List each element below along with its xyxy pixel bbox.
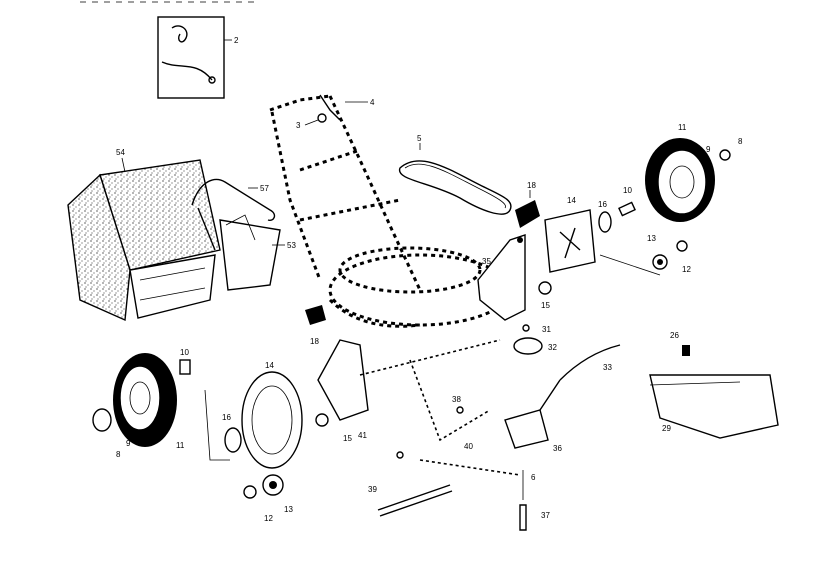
label-12-upper: 12 — [682, 265, 691, 274]
label-53: 53 — [287, 241, 296, 250]
label-15-upper: 15 — [541, 301, 550, 310]
label-35-upper: 35 — [482, 257, 491, 266]
label-18-upper: 18 — [527, 181, 536, 190]
label-13-upper: 13 — [647, 234, 656, 243]
label-5: 5 — [417, 134, 422, 143]
label-14-lower: 14 — [265, 361, 274, 370]
label-11-lower: 11 — [176, 441, 185, 450]
label-6: 6 — [531, 473, 536, 482]
label-41: 41 — [358, 431, 367, 440]
part-54-grass-bag: 54 — [67, 148, 221, 322]
handle-assembly: 4 3 — [269, 94, 422, 291]
label-10-upper: 10 — [623, 186, 632, 195]
label-18-lower: 18 — [310, 337, 319, 346]
label-8-upper: 8 — [738, 137, 743, 146]
label-9-lower: 9 — [126, 439, 131, 448]
label-13-lower: 13 — [284, 505, 293, 514]
drive-cable-and-transmission: 33 36 40 6 37 39 38 — [368, 344, 621, 531]
label-8-lower: 8 — [116, 450, 121, 459]
label-33: 33 — [603, 363, 612, 372]
label-57: 57 — [260, 184, 269, 193]
label-10-lower: 10 — [180, 348, 189, 357]
part-29-rear-flap: 26 29 — [649, 331, 779, 439]
part-2-inset: 2 — [157, 16, 239, 99]
label-29: 29 — [662, 424, 671, 433]
label-3: 3 — [296, 121, 301, 130]
label-11-upper: 11 — [678, 123, 687, 132]
label-14-upper: 14 — [567, 196, 576, 205]
label-54: 54 — [116, 148, 125, 157]
label-26: 26 — [670, 331, 679, 340]
label-9-upper: 9 — [706, 145, 711, 154]
right-upper-parts: 18 35 14 16 10 11 9 8 13 12 15 31 — [477, 123, 743, 355]
label-36: 36 — [553, 444, 562, 453]
label-16-upper: 16 — [598, 200, 607, 209]
left-lower-parts: 18 41 14 15 16 10 11 8 9 13 12 — [92, 305, 501, 523]
label-37: 37 — [541, 511, 550, 520]
label-39: 39 — [368, 485, 377, 494]
label-31: 31 — [542, 325, 551, 334]
label-40: 40 — [464, 442, 473, 451]
part-5-belt: 5 — [398, 134, 512, 215]
part-57-bag-frame: 57 53 — [191, 178, 296, 291]
label-32: 32 — [548, 343, 557, 352]
label-38: 38 — [452, 395, 461, 404]
label-12-lower: 12 — [264, 514, 273, 523]
label-2: 2 — [234, 36, 239, 45]
label-4: 4 — [370, 98, 375, 107]
label-15-lower: 15 — [343, 434, 352, 443]
label-16-lower: 16 — [222, 413, 231, 422]
